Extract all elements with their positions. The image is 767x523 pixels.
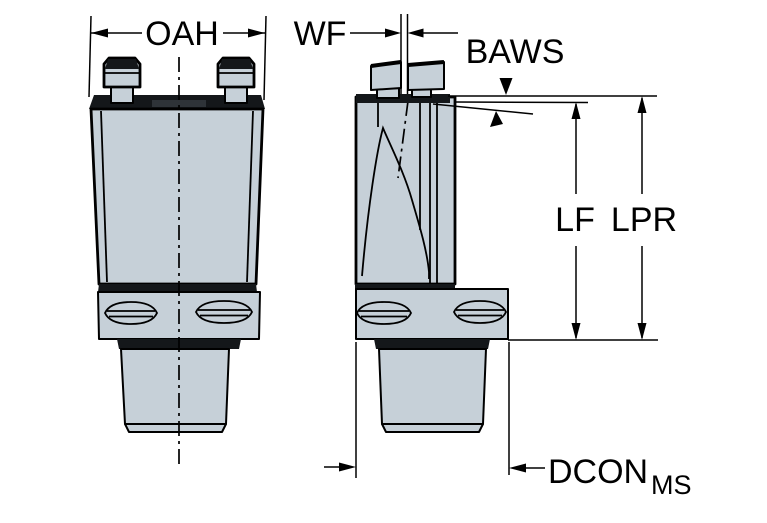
- baws-label: BAWS: [466, 33, 565, 71]
- baws-angle-line: [432, 103, 534, 115]
- lpr-arrow-down-icon: [637, 323, 647, 340]
- front-body: [89, 107, 265, 286]
- front-flange-slot-right: [195, 300, 253, 324]
- wf-arrow-right-icon: [407, 28, 424, 38]
- front-flange-slot-left: [104, 301, 158, 325]
- front-screw-left: [102, 56, 142, 104]
- front-shank: [120, 348, 230, 425]
- baws-arrow-down-icon: [499, 78, 513, 95]
- oah-label: OAH: [145, 15, 219, 53]
- front-screw-right: [216, 56, 256, 104]
- lf-arrow-down-icon: [571, 323, 581, 340]
- dimension-lpr: LPR: [611, 96, 677, 340]
- screw-shank: [224, 85, 248, 104]
- dimension-dcon: DCON MS: [324, 342, 692, 500]
- front-body-chamfer-right: [246, 110, 254, 283]
- front-body-chamfer-left: [100, 110, 108, 283]
- screw-shank: [110, 85, 134, 104]
- lf-arrow-up-icon: [571, 102, 581, 119]
- wf-label: WF: [294, 15, 347, 53]
- wf-arrow-left-icon: [385, 28, 401, 38]
- side-flute-curve: [361, 125, 430, 279]
- screw-head-top: [407, 60, 445, 67]
- baws-arrow-up-icon: [490, 111, 503, 127]
- dimension-oah: OAH: [88, 15, 267, 101]
- dcon-label: DCON: [548, 453, 648, 491]
- side-screw-right: [407, 60, 445, 98]
- dimension-lf: LF: [555, 102, 595, 340]
- side-screw-left: [370, 60, 402, 99]
- front-view: [89, 56, 265, 468]
- side-shank-top-band: [374, 339, 490, 349]
- lf-reference-line: [454, 101, 589, 104]
- screw-socket-top: [105, 59, 139, 69]
- lpr-label: LPR: [611, 201, 677, 239]
- side-flange-slot-left: [356, 301, 412, 325]
- side-flange-slot-right: [453, 300, 507, 324]
- side-view: [354, 14, 658, 433]
- side-shank: [378, 348, 487, 425]
- front-body-bottom-band: [98, 284, 257, 292]
- oah-extension-left: [88, 15, 92, 98]
- screw-socket-top: [219, 59, 253, 69]
- side-centerline: [397, 100, 409, 179]
- side-shank-bottom-chamfer: [381, 423, 484, 433]
- dcon-arrow-left-icon: [509, 463, 526, 473]
- dimension-wf: WF: [294, 15, 458, 53]
- side-flange: [355, 288, 509, 340]
- oah-extension-right: [263, 15, 267, 101]
- dcon-sub-label: MS: [651, 470, 692, 500]
- oah-arrow-right-icon: [248, 28, 265, 38]
- lf-label: LF: [555, 201, 595, 239]
- lpr-arrow-up-icon: [637, 96, 647, 113]
- dimension-baws: BAWS: [466, 33, 565, 127]
- oah-arrow-left-icon: [91, 28, 108, 38]
- side-top-face-band: [356, 94, 450, 103]
- front-insert-pocket-detail: [152, 100, 206, 107]
- front-shank-bottom-chamfer: [124, 423, 227, 433]
- dcon-arrow-right-icon: [339, 462, 356, 472]
- screw-head-top: [370, 60, 402, 68]
